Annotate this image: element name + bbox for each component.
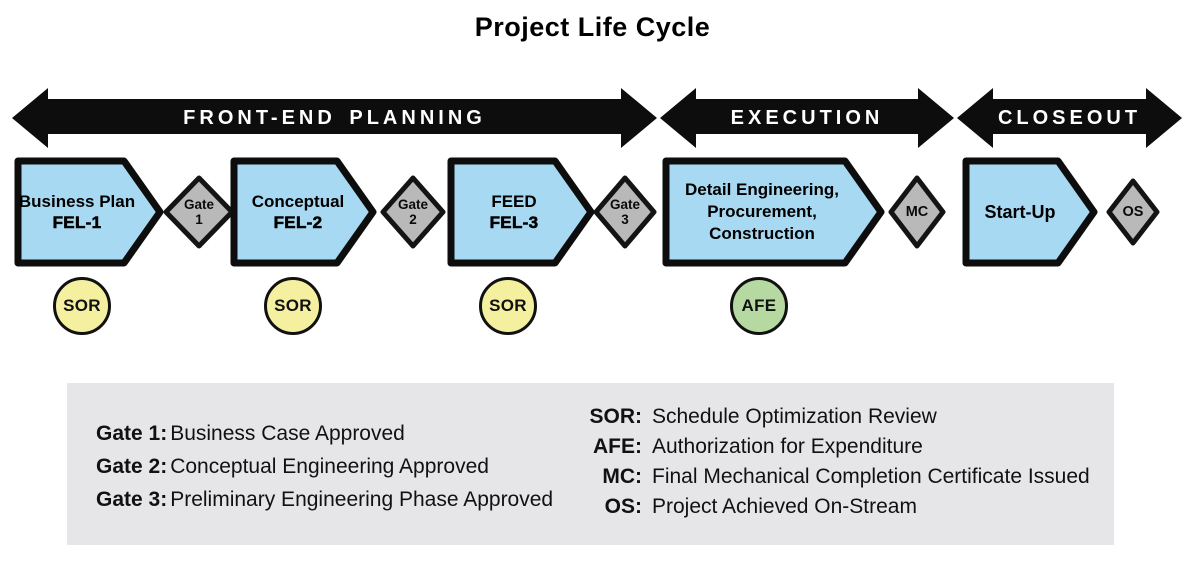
stage-detail-engineering: Detail Engineering, Procurement, Constru… (662, 157, 885, 267)
legend-row: Gate 3:Preliminary Engineering Phase App… (96, 483, 553, 516)
legend-row: Gate 2:Conceptual Engineering Approved (96, 450, 553, 483)
legend-definition: Project Achieved On-Stream (652, 495, 917, 518)
gate-diamond-shape (1106, 178, 1160, 246)
legend-term: OS: (604, 495, 642, 518)
legend-term: Gate 2: (96, 455, 168, 478)
stage-business-plan: Business Plan FEL-1 (14, 157, 164, 267)
legend-definition: Authorization for Expenditure (652, 435, 923, 458)
gate-line: OS (1122, 203, 1144, 220)
phase-label: CLOSEOUT (997, 106, 1142, 129)
legend-definition: Preliminary Engineering Phase Approved (170, 488, 554, 511)
stage-line: FEED (491, 192, 537, 211)
legend-definition: Schedule Optimization Review (652, 405, 937, 428)
legend-term: AFE: (593, 435, 642, 458)
milestone-label: SOR (63, 296, 101, 315)
milestone-label: AFE (741, 296, 777, 315)
stage-feed: FEED FEL-3 (447, 157, 595, 267)
legend-definition: Conceptual Engineering Approved (170, 455, 489, 478)
diagram-title: Project Life Cycle (474, 12, 711, 42)
gate-diamond-shape (163, 175, 235, 249)
gate-line: 2 (409, 212, 417, 227)
stage-line: FEL-2 (273, 213, 323, 233)
legend-abbreviations: SOR: Schedule Optimization Review AFE: A… (566, 402, 1090, 522)
stage-chevron-shape (230, 157, 377, 267)
gate-1-diamond: Gate 1 (163, 175, 235, 249)
stage-chevron-shape (447, 157, 595, 267)
milestone-label: SOR (489, 296, 527, 315)
phase-arrow-execution: EXECUTION (660, 88, 954, 148)
stage-line: Procurement, (707, 202, 817, 221)
stage-line: Business Plan (18, 192, 136, 211)
legend-term: SOR: (589, 405, 643, 428)
gate-diamond-shape (888, 175, 946, 249)
stage-start-up: Start-Up (962, 157, 1098, 267)
gate-3-diamond: Gate 3 (593, 175, 657, 249)
legend-term: Gate 3: (96, 488, 168, 511)
stage-label: Detail Engineering, Procurement, Constru… (662, 157, 862, 267)
stage-label: FEED FEL-3 (447, 157, 581, 267)
milestone-label: SOR (274, 296, 312, 315)
legend-term: Gate 1: (96, 422, 168, 445)
gate-line: MC (905, 203, 929, 220)
gate-label: Gate 2 (380, 175, 446, 249)
gate-diamond-shape (380, 175, 446, 249)
gate-2-diamond: Gate 2 (380, 175, 446, 249)
stage-line: Conceptual (251, 192, 345, 211)
stage-line: FEL-1 (52, 213, 102, 233)
gate-line: Gate (183, 197, 214, 212)
stage-conceptual: Conceptual FEL-2 (230, 157, 377, 267)
milestone-afe: AFE (730, 277, 788, 335)
gate-diamond-shape (593, 175, 657, 249)
legend-term: MC: (602, 465, 642, 488)
gate-line: 1 (195, 212, 203, 227)
phase-label: FRONT-END PLANNING (183, 106, 486, 129)
phase-arrow-closeout: CLOSEOUT (957, 88, 1182, 148)
stage-chevron-shape (962, 157, 1098, 267)
legend-panel: Gate 1:Business Case Approved Gate 2:Con… (67, 383, 1114, 545)
legend-definition: Final Mechanical Completion Certificate … (652, 465, 1090, 488)
gate-line: Gate (609, 197, 640, 212)
gate-mc-diamond: MC (888, 175, 946, 249)
gate-os-diamond: OS (1106, 178, 1160, 246)
milestone-sor-3: SOR (479, 277, 537, 335)
stage-line: Start-Up (984, 201, 1056, 222)
gate-label: OS (1106, 178, 1160, 246)
stage-chevron-shape (662, 157, 885, 267)
phase-label: EXECUTION (730, 106, 884, 129)
gate-label: Gate 1 (163, 175, 235, 249)
milestone-sor-1: SOR (53, 277, 111, 335)
milestone-sor-2: SOR (264, 277, 322, 335)
stage-line: FEL-3 (489, 213, 539, 233)
stage-line: Construction (709, 224, 815, 243)
legend-gates: Gate 1:Business Case Approved Gate 2:Con… (96, 417, 553, 516)
stage-label: Conceptual FEL-2 (230, 157, 366, 267)
stage-chevron-shape (14, 157, 164, 267)
stage-label: Business Plan FEL-1 (14, 157, 140, 267)
phase-arrow-front-end-planning: FRONT-END PLANNING (12, 88, 657, 148)
stage-line: Detail Engineering, (685, 180, 839, 199)
legend-definition: Business Case Approved (170, 422, 405, 445)
gate-line: 3 (621, 212, 629, 227)
gate-label: MC (888, 175, 946, 249)
legend-row: Gate 1:Business Case Approved (96, 417, 553, 450)
gate-line: Gate (397, 197, 428, 212)
stage-label: Start-Up (962, 157, 1078, 267)
gate-label: Gate 3 (593, 175, 657, 249)
